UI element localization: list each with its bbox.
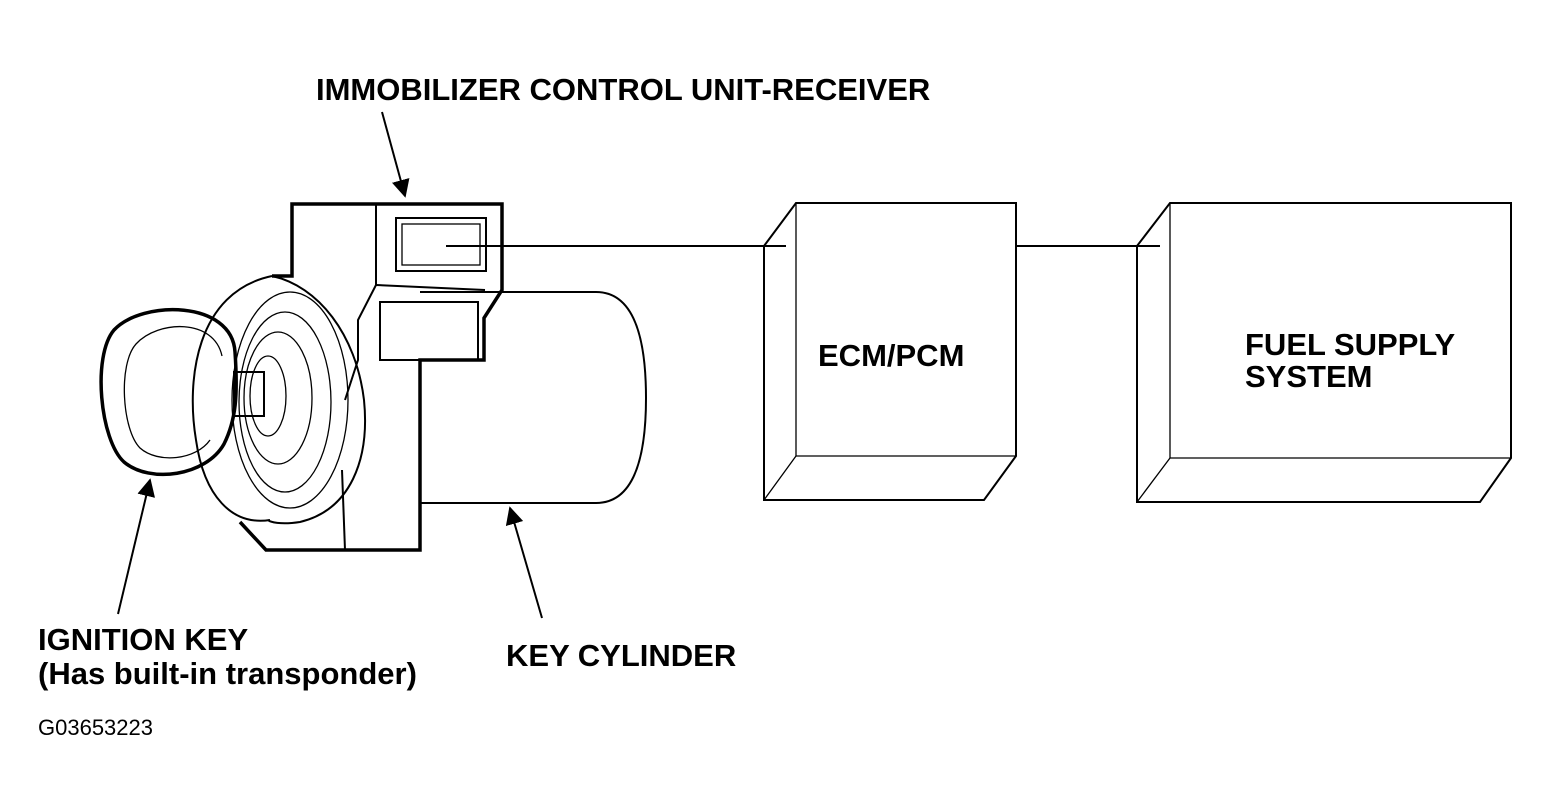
immobilizer-leader-arrow xyxy=(381,111,410,198)
svg-text:IGNITION KEY (Has built-in: IGNITION KEY (Has built-in transponder) xyxy=(38,622,417,691)
figure-id: G03653223 xyxy=(38,715,153,740)
connector-box xyxy=(379,301,479,361)
svg-text:FUEL SUPPLY SYSTEM: FUEL SUPPLY SYSTEM xyxy=(1245,327,1463,394)
ecm-pcm-box: ECM/PCM xyxy=(763,202,1017,501)
ignition-key-leader-arrow xyxy=(117,478,155,615)
receiver-box xyxy=(395,217,487,272)
ignition-key-sublabel: (Has built-in transponder) xyxy=(38,656,417,691)
key-cylinder-leader-arrow xyxy=(505,506,543,619)
key-cylinder-drawing xyxy=(420,291,648,504)
ignition-key-label: IGNITION KEY xyxy=(38,622,248,657)
immobilizer-label: IMMOBILIZER CONTROL UNIT-RECEIVER xyxy=(316,72,930,107)
fuel-supply-label-line2: SYSTEM xyxy=(1245,359,1372,394)
fuel-supply-system-box: FUEL SUPPLY SYSTEM xyxy=(1136,202,1512,503)
fuel-supply-label-line1: FUEL SUPPLY xyxy=(1245,327,1455,362)
housing-outline xyxy=(238,202,504,552)
key-cylinder-label: KEY CYLINDER xyxy=(506,638,736,673)
ignition-key-head xyxy=(99,307,238,477)
key-slot xyxy=(233,371,265,417)
ignition-switch-assembly xyxy=(99,202,648,552)
ecm-pcm-label: ECM/PCM xyxy=(818,338,964,373)
bezel-rings xyxy=(191,275,366,525)
